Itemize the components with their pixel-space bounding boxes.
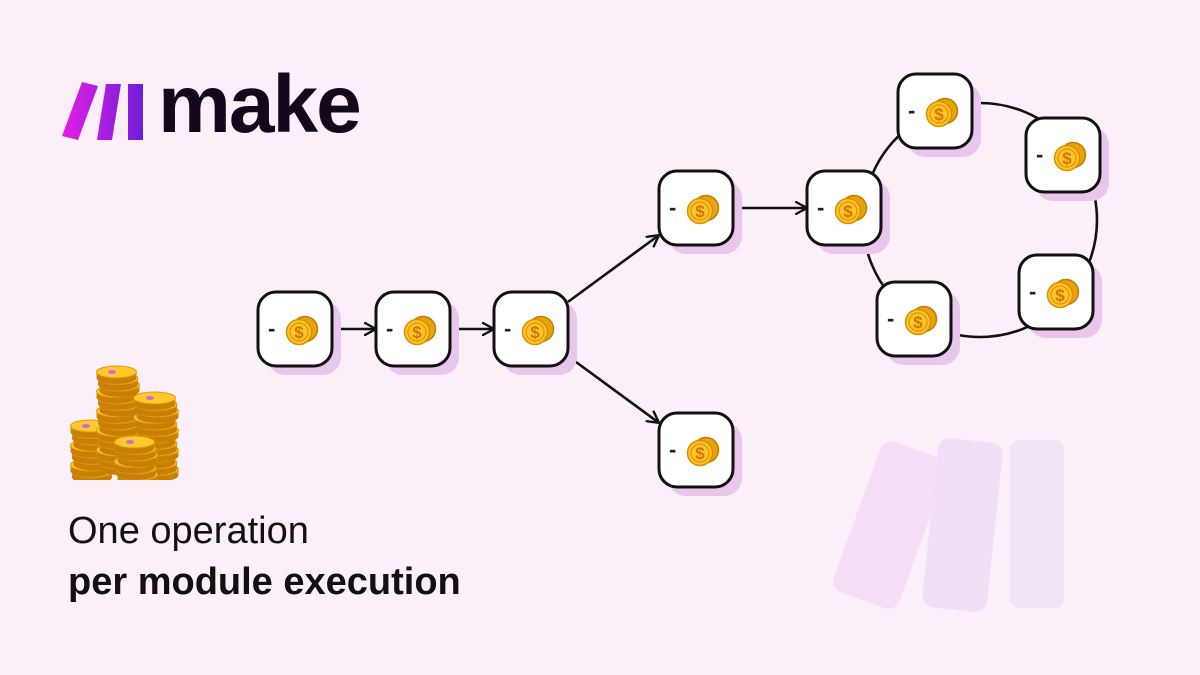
node-minus-label: - [669, 437, 676, 462]
module-node-n7[interactable]: -$ [896, 72, 981, 157]
node-minus-label: - [386, 316, 393, 341]
coin-symbol: $ [1062, 149, 1072, 168]
make-logo-mark-icon [62, 82, 143, 140]
logo-bar-2 [97, 84, 121, 140]
dollar-coin-icon: $ [686, 194, 720, 225]
module-node-n10[interactable]: -$ [875, 280, 960, 365]
coin-symbol: $ [695, 202, 705, 221]
logo-bar-1 [62, 82, 98, 140]
coin-symbol: $ [843, 202, 853, 221]
edge-n3-n5 [567, 355, 659, 423]
module-node-n4[interactable]: -$ [657, 169, 742, 254]
node-minus-label: - [1036, 142, 1043, 167]
module-node-n3[interactable]: -$ [492, 290, 577, 375]
node-minus-label: - [268, 316, 275, 341]
coin-symbol: $ [695, 444, 705, 463]
dollar-coin-icon: $ [686, 436, 720, 467]
coin-stack-icon [70, 365, 179, 480]
module-node-n2[interactable]: -$ [374, 290, 459, 375]
module-node-n1[interactable]: -$ [256, 290, 341, 375]
edge-n3-n4 [567, 235, 659, 303]
coin-symbol: $ [934, 105, 944, 124]
coin-symbol: $ [294, 323, 304, 342]
deco-bar-1 [833, 441, 947, 609]
tagline-line-1: One operation [68, 510, 309, 552]
node-minus-label: - [817, 195, 824, 220]
module-node-n8[interactable]: -$ [1024, 116, 1109, 201]
node-minus-label: - [1029, 279, 1036, 304]
dollar-coin-icon: $ [925, 97, 959, 128]
module-node-n5[interactable]: -$ [657, 411, 742, 496]
logo-bar-3 [128, 84, 143, 140]
dollar-coin-icon: $ [285, 315, 319, 346]
tagline: One operation per module execution [68, 506, 588, 608]
coin-symbol: $ [913, 313, 923, 332]
module-node-n6[interactable]: -$ [805, 169, 890, 254]
dollar-coin-icon: $ [834, 194, 868, 225]
dollar-coin-icon: $ [521, 315, 555, 346]
dollar-coin-icon: $ [904, 305, 938, 336]
deco-bar-3 [1010, 440, 1064, 608]
coin-symbol: $ [412, 323, 422, 342]
module-node-n9[interactable]: -$ [1017, 253, 1102, 338]
dollar-coin-icon: $ [403, 315, 437, 346]
dollar-coin-icon: $ [1046, 278, 1080, 309]
make-logo: make [60, 64, 420, 150]
node-minus-label: - [887, 306, 894, 331]
node-minus-label: - [669, 195, 676, 220]
node-minus-label: - [908, 98, 915, 123]
deco-bar-2 [922, 438, 1003, 612]
coin-column-4 [114, 435, 158, 480]
coin-symbol: $ [1055, 286, 1065, 305]
dollar-coin-icon: $ [1053, 141, 1087, 172]
logo-wordmark: make [158, 59, 362, 150]
node-minus-label: - [504, 316, 511, 341]
coin-symbol: $ [530, 323, 540, 342]
tagline-line-2: per module execution [68, 561, 461, 603]
